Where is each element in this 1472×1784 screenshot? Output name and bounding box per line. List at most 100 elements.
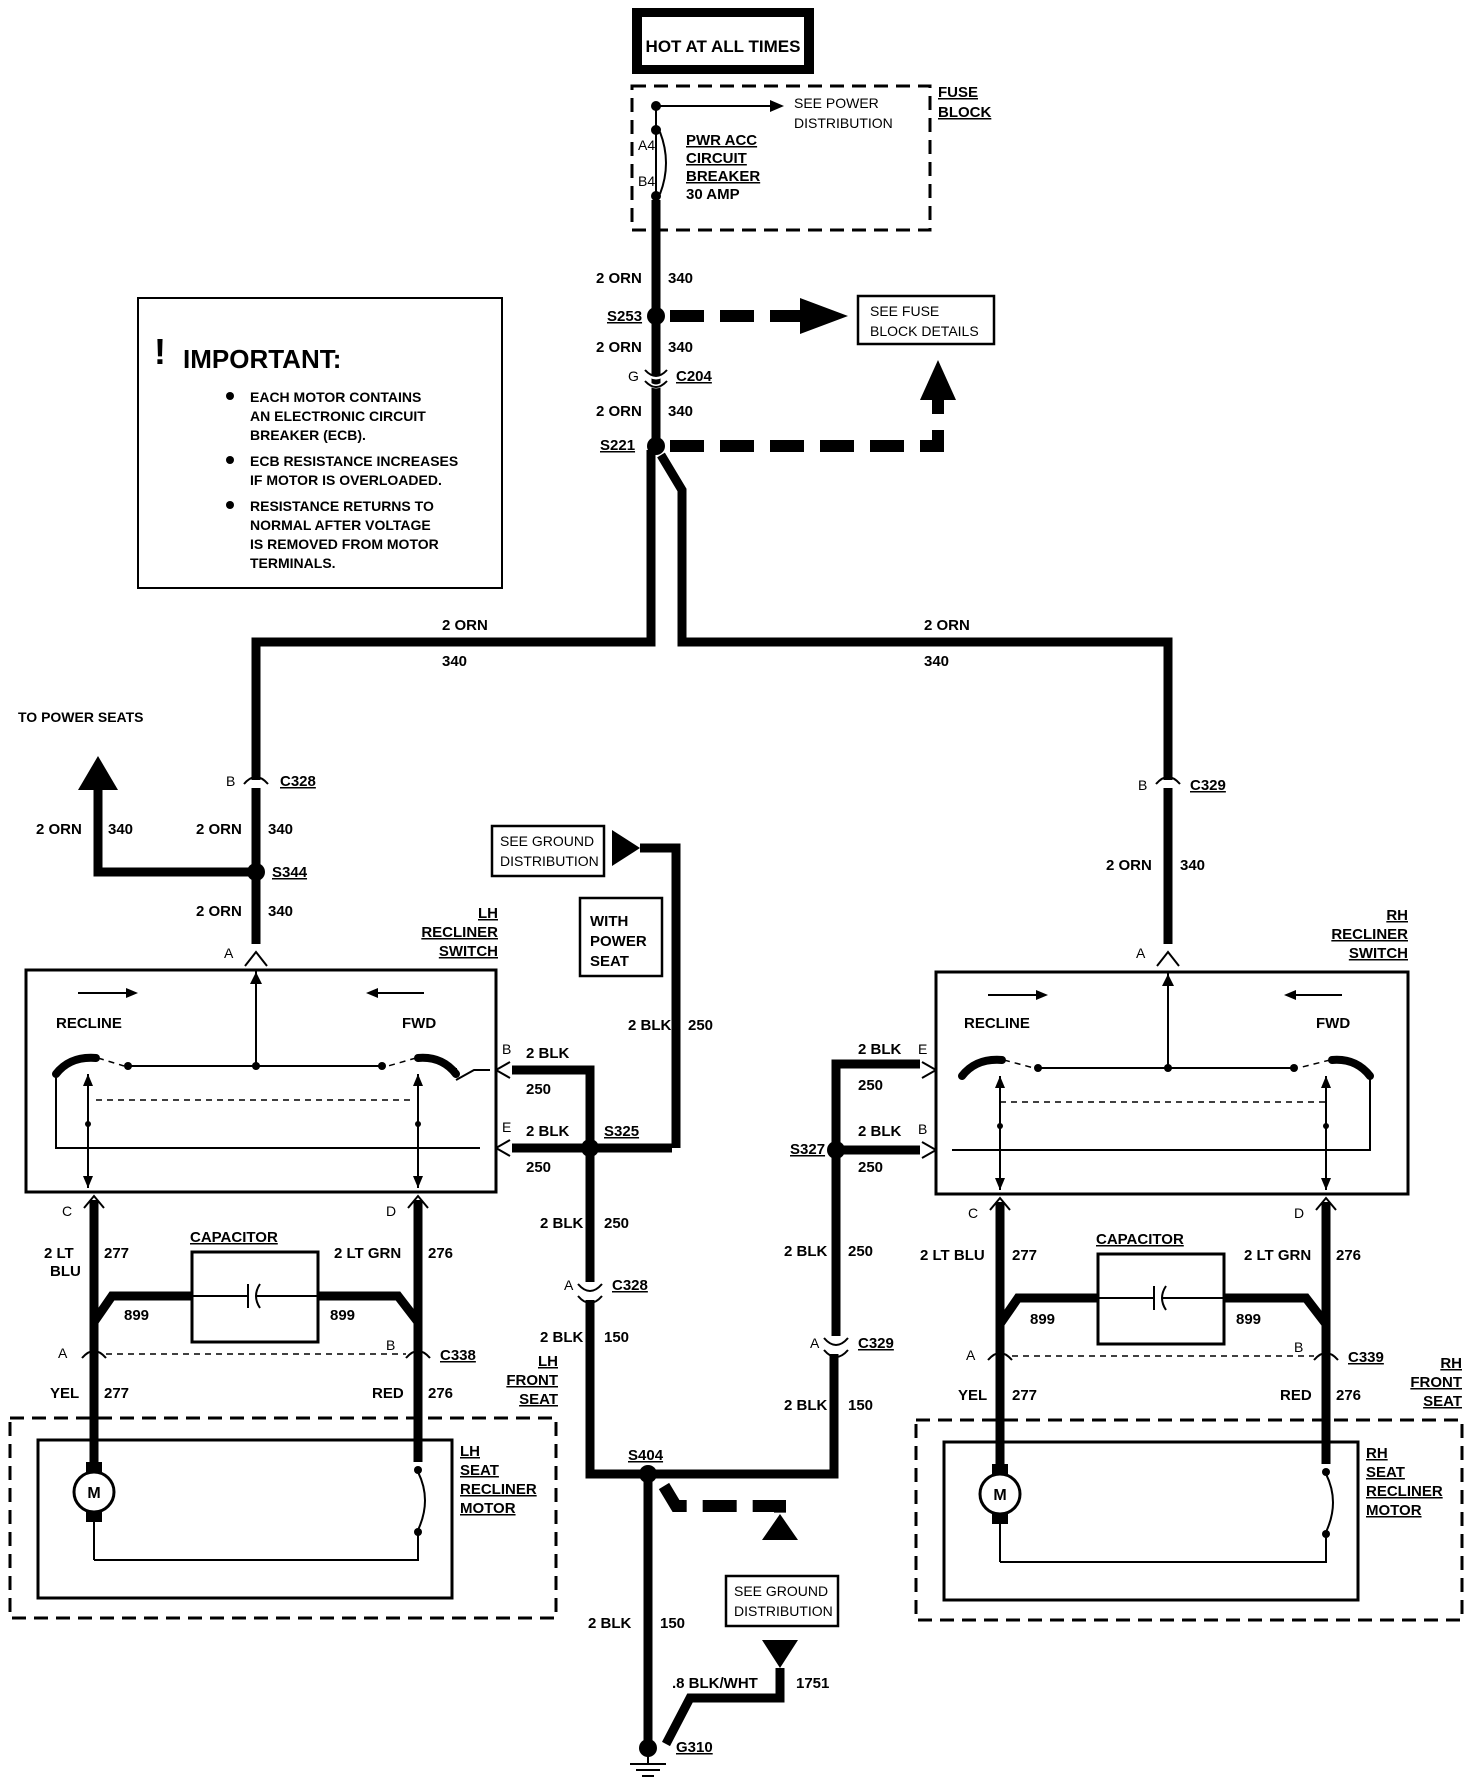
svg-text:SEAT: SEAT [590, 953, 629, 970]
see-ground-distribution-top: SEE GROUND DISTRIBUTION [490, 824, 606, 878]
splice-s404-label: S404 [628, 1447, 664, 1464]
wire-label-blkwht: .8 BLK/WHT [672, 1675, 758, 1692]
svg-text:277: 277 [1012, 1247, 1037, 1264]
lh-recline-label: RECLINE [56, 1015, 122, 1032]
svg-text:RED: RED [372, 1385, 404, 1402]
wire-label-blk-3: 2 BLK [628, 1017, 672, 1034]
svg-text:277: 277 [1012, 1387, 1037, 1404]
svg-text:276: 276 [428, 1385, 453, 1402]
svg-text:277: 277 [104, 1385, 129, 1402]
pin-b4-label: B4 [638, 173, 655, 189]
important-bullet-2-line-1: ECB RESISTANCE INCREASES [250, 453, 458, 469]
connector-c204-pin: G [628, 368, 639, 384]
arrow-right-icon [612, 830, 640, 866]
important-bullet-3-line-2: NORMAL AFTER VOLTAGE [250, 517, 431, 533]
svg-text:2 LT GRN: 2 LT GRN [1244, 1247, 1311, 1264]
rh-capacitor [996, 1252, 1330, 1346]
svg-text:WITH: WITH [590, 913, 628, 930]
connector-c329-top-label: C329 [1190, 777, 1226, 794]
svg-text:2 BLK: 2 BLK [858, 1041, 902, 1058]
svg-text:MOTOR: MOTOR [1366, 1502, 1422, 1519]
wire-label-1751: 1751 [796, 1675, 829, 1692]
ground-g310-label: G310 [676, 1739, 713, 1756]
svg-text:RH: RH [1440, 1355, 1462, 1372]
connector-c328-mid-label: C328 [612, 1277, 648, 1294]
lh-ecb-icon [417, 1471, 426, 1531]
svg-text:B: B [386, 1337, 395, 1353]
wire-label-orn-3: 2 ORN [596, 403, 642, 420]
wire-label-150-2: 150 [660, 1615, 685, 1632]
fuse-block: FUSE BLOCK SEE POWER DISTRIBUTION A4 B4 … [630, 84, 991, 232]
wire-label-340-3: 340 [668, 403, 693, 420]
pin-b-label: B [226, 773, 235, 789]
connector-c338-label: C338 [440, 1347, 476, 1364]
splice-s221-label: S221 [600, 437, 635, 454]
to-power-seats-label: TO POWER SEATS [18, 709, 144, 725]
svg-text:LH: LH [478, 905, 498, 922]
svg-text:SWITCH: SWITCH [439, 943, 498, 960]
wire-label-340-2: 340 [668, 339, 693, 356]
wire-label-250-3: 250 [688, 1017, 713, 1034]
wire-label-blk-2: 2 BLK [526, 1123, 570, 1140]
svg-text:FRONT: FRONT [506, 1372, 558, 1389]
wire-label-340-rh: 340 [924, 653, 949, 670]
svg-text:B: B [1138, 777, 1147, 793]
svg-text:SEAT: SEAT [1423, 1393, 1462, 1410]
see-fuse-label-2: BLOCK DETAILS [870, 323, 979, 339]
svg-text:899: 899 [124, 1307, 149, 1324]
wire-label-blk-1: 2 BLK [526, 1045, 570, 1062]
breaker-label-2: CIRCUIT [686, 150, 747, 167]
wire-label-orn-5: 2 ORN [196, 903, 242, 920]
wire-label-orn-1: 2 ORN [596, 270, 642, 287]
connector-c204 [644, 369, 668, 388]
wire-label-340-ps: 340 [108, 821, 133, 838]
svg-text:RH: RH [1366, 1445, 1388, 1462]
important-note: ! IMPORTANT: EACH MOTOR CONTAINS AN ELEC… [137, 297, 503, 589]
svg-text:RECLINER: RECLINER [421, 924, 498, 941]
wire-label-340-1: 340 [668, 270, 693, 287]
svg-text:DISTRIBUTION: DISTRIBUTION [500, 853, 599, 869]
svg-text:277: 277 [104, 1245, 129, 1262]
lh-pin-e: E [502, 1119, 511, 1135]
splice-s344-label: S344 [272, 864, 308, 881]
pin-a-label: A [224, 945, 234, 961]
important-heading: IMPORTANT: [183, 344, 341, 374]
see-power-label-1: SEE POWER [794, 95, 879, 111]
svg-text:FRONT: FRONT [1410, 1374, 1462, 1391]
svg-text:150: 150 [848, 1397, 873, 1414]
lh-pin-b: B [502, 1041, 511, 1057]
connector-c204-label: C204 [676, 368, 713, 385]
svg-text:C: C [62, 1203, 72, 1219]
wire-label-orn-4: 2 ORN [196, 821, 242, 838]
svg-text:RECLINER: RECLINER [1366, 1483, 1443, 1500]
wire-label-orn-rh: 2 ORN [924, 617, 970, 634]
svg-text:2 LT BLU: 2 LT BLU [920, 1247, 985, 1264]
connector-c339-label: C339 [1348, 1349, 1384, 1366]
breaker-label-1: PWR ACC [686, 132, 757, 149]
svg-text:SWITCH: SWITCH [1349, 945, 1408, 962]
svg-text:A: A [564, 1277, 574, 1293]
svg-text:SEAT: SEAT [519, 1391, 558, 1408]
splice-s253-label: S253 [607, 308, 642, 325]
svg-text:899: 899 [1236, 1311, 1261, 1328]
svg-text:D: D [386, 1203, 396, 1219]
wire-label-250-4: 250 [604, 1215, 629, 1232]
circuit-breaker-icon [659, 131, 667, 195]
svg-text:2 LT GRN: 2 LT GRN [334, 1245, 401, 1262]
svg-text:POWER: POWER [590, 933, 647, 950]
svg-text:A: A [966, 1347, 976, 1363]
wire-label-orn-ps: 2 ORN [36, 821, 82, 838]
connector-c328-top-label: C328 [280, 773, 316, 790]
connector-c329-top: B C329 [1138, 776, 1226, 794]
svg-text:DISTRIBUTION: DISTRIBUTION [734, 1603, 833, 1619]
rh-capacitor-label: CAPACITOR [1096, 1231, 1184, 1248]
fuse-block-label-2: BLOCK [938, 104, 991, 121]
arrow-right-icon [770, 100, 784, 112]
svg-text:899: 899 [1030, 1311, 1055, 1328]
important-bullet-1-line-2: AN ELECTRONIC CIRCUIT [250, 408, 426, 424]
svg-text:LH: LH [460, 1443, 480, 1460]
svg-text:B: B [1294, 1339, 1303, 1355]
lh-capacitor [90, 1250, 422, 1344]
rh-recline-label: RECLINE [964, 1015, 1030, 1032]
lh-fwd-label: FWD [402, 1015, 436, 1032]
